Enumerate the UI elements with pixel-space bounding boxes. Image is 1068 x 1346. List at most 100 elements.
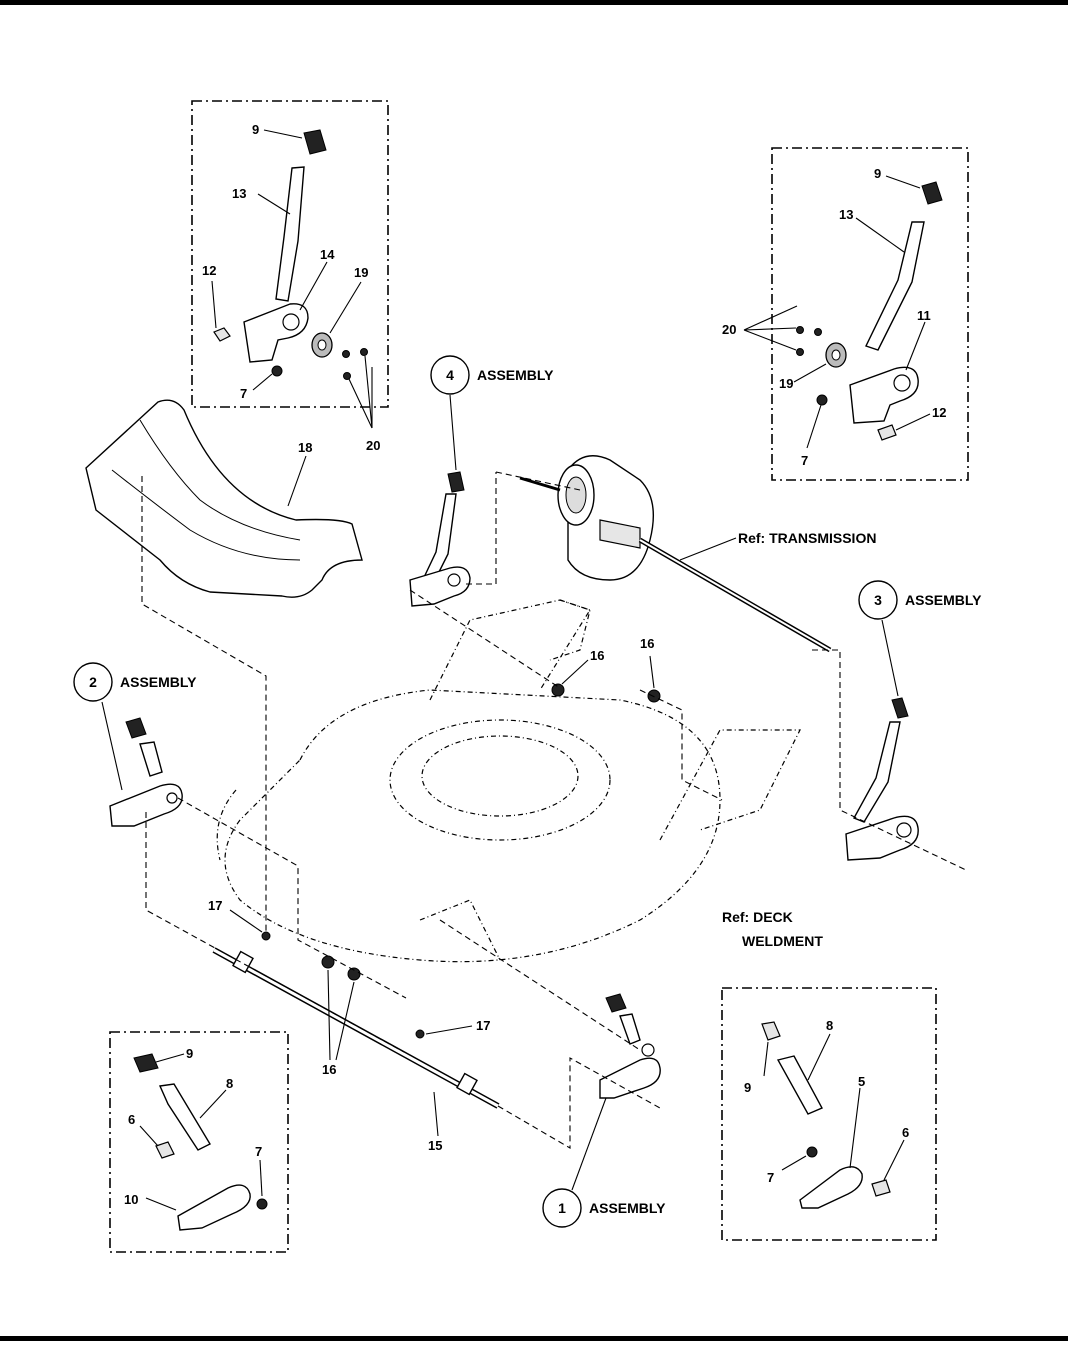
assembly-4-number: 4 xyxy=(446,367,454,383)
lr-link-8 xyxy=(776,1055,823,1115)
callout-16c: 16 xyxy=(322,1062,336,1077)
upper-left-callouts: 9 13 12 14 19 7 20 xyxy=(202,122,380,453)
ur-washer-hole xyxy=(831,349,841,361)
upper-left-parts xyxy=(213,129,368,380)
leader-asm1 xyxy=(571,1097,607,1191)
callout-ul-12: 12 xyxy=(202,263,216,278)
callout-lr-7: 7 xyxy=(767,1170,774,1185)
ul-nut-7 xyxy=(271,365,283,377)
callout-ur-11: 11 xyxy=(917,308,931,323)
lower-right-parts xyxy=(761,1021,891,1209)
callout-ur-19: 19 xyxy=(779,376,793,391)
ur-nut-7 xyxy=(816,394,828,406)
ul-screw-20a xyxy=(342,350,350,358)
ll-link-8 xyxy=(158,1083,211,1151)
lower-left-parts xyxy=(133,1053,268,1231)
transmission xyxy=(519,455,832,653)
callout-ll-9: 9 xyxy=(186,1046,193,1061)
ur-screw-20a xyxy=(796,326,804,334)
leader-transmission xyxy=(679,537,737,561)
assembly-2-label: 2 ASSEMBLY xyxy=(73,662,197,702)
ll-bracket-10 xyxy=(177,1184,251,1231)
lower-right-callouts: 8 9 5 6 7 xyxy=(744,1018,909,1185)
callout-lr-6: 6 xyxy=(902,1125,909,1140)
ul-bracket-hole xyxy=(282,313,300,331)
nut-16-right xyxy=(647,689,661,703)
upper-right-leaders xyxy=(743,175,931,449)
nut-16-lower-b xyxy=(347,967,361,981)
ur-screw-20b xyxy=(814,328,822,336)
ul-lever-13 xyxy=(275,166,305,302)
callout-ll-8: 8 xyxy=(226,1076,233,1091)
rear-baffle-18 xyxy=(85,399,363,598)
axle-15 xyxy=(212,947,500,1109)
ul-bracket-14 xyxy=(243,303,309,363)
ll-knob-9 xyxy=(133,1053,159,1073)
ref-deck-line2: WELDMENT xyxy=(742,933,823,949)
callout-15: 15 xyxy=(428,1138,442,1153)
ul-screw-20b xyxy=(360,348,368,356)
assembly-3-label: 3 ASSEMBLY xyxy=(858,580,982,620)
detail-frame-lower-left xyxy=(109,1031,289,1253)
ur-knob-9 xyxy=(921,181,943,205)
callout-ul-7: 7 xyxy=(240,386,247,401)
top-rule xyxy=(0,0,1068,5)
upper-right-parts xyxy=(796,181,943,441)
lower-left-callouts: 9 8 6 7 10 xyxy=(124,1046,262,1207)
assembly-4-word: ASSEMBLY xyxy=(477,367,554,383)
upper-left-leaders xyxy=(211,129,373,429)
callout-ul-9: 9 xyxy=(252,122,259,137)
callout-16a: 16 xyxy=(590,648,604,663)
assembly-4-label: 4 ASSEMBLY xyxy=(430,355,554,395)
callout-17b: 17 xyxy=(476,1018,490,1033)
ref-deck-line1: Ref: DECK xyxy=(722,909,793,925)
leader-asm2 xyxy=(101,701,123,791)
callout-ll-6: 6 xyxy=(128,1112,135,1127)
callout-ur-20: 20 xyxy=(722,322,736,337)
ll-bolt-6 xyxy=(155,1141,175,1159)
center-leaders xyxy=(229,655,655,1061)
callout-ur-7: 7 xyxy=(801,453,808,468)
callout-ul-20: 20 xyxy=(366,438,380,453)
assembly-4-part xyxy=(409,471,471,607)
callout-18: 18 xyxy=(298,440,312,455)
callout-ul-14: 14 xyxy=(320,247,335,262)
nuts-and-screws xyxy=(261,683,661,1039)
assembly-3-word: ASSEMBLY xyxy=(905,592,982,608)
assembly-3-number: 3 xyxy=(874,592,882,608)
ref-transmission: Ref: TRANSMISSION xyxy=(738,530,876,546)
ur-lever-13 xyxy=(865,221,925,351)
ul-bolt-12 xyxy=(213,327,231,342)
deck-weldment xyxy=(216,599,801,963)
callout-ul-13: 13 xyxy=(232,186,246,201)
bottom-rule xyxy=(0,1336,1068,1341)
screw-17-lower xyxy=(415,1029,425,1039)
ll-nut-7 xyxy=(256,1198,268,1210)
callout-ur-13: 13 xyxy=(839,207,853,222)
lower-left-leaders xyxy=(139,1053,263,1211)
callout-ll-7: 7 xyxy=(255,1144,262,1159)
ul-washer-hole xyxy=(317,339,327,351)
leader-asm4 xyxy=(449,394,457,471)
assembly-2-number: 2 xyxy=(89,674,97,690)
lr-bracket-5 xyxy=(799,1166,863,1209)
ur-bracket-hole xyxy=(893,374,911,392)
leader-15 xyxy=(433,1091,439,1137)
screw-17-upper xyxy=(261,931,271,941)
nut-16-center xyxy=(551,683,565,697)
assembly-1-label: 1 ASSEMBLY xyxy=(542,1188,666,1228)
lower-right-leaders xyxy=(763,1033,905,1181)
ur-bracket-11 xyxy=(849,366,919,424)
callout-lr-8: 8 xyxy=(826,1018,833,1033)
lr-nut-7 xyxy=(806,1146,818,1158)
ul-knob-9 xyxy=(303,129,327,155)
detail-frame-lower-right xyxy=(721,987,937,1241)
callout-ul-19: 19 xyxy=(354,265,368,280)
ur-screw-20c xyxy=(796,348,804,356)
lr-knob-9 xyxy=(761,1021,781,1041)
callout-17a: 17 xyxy=(208,898,222,913)
callout-16b: 16 xyxy=(640,636,654,651)
assembly-1-word: ASSEMBLY xyxy=(589,1200,666,1216)
assembly-2-part xyxy=(109,717,183,827)
